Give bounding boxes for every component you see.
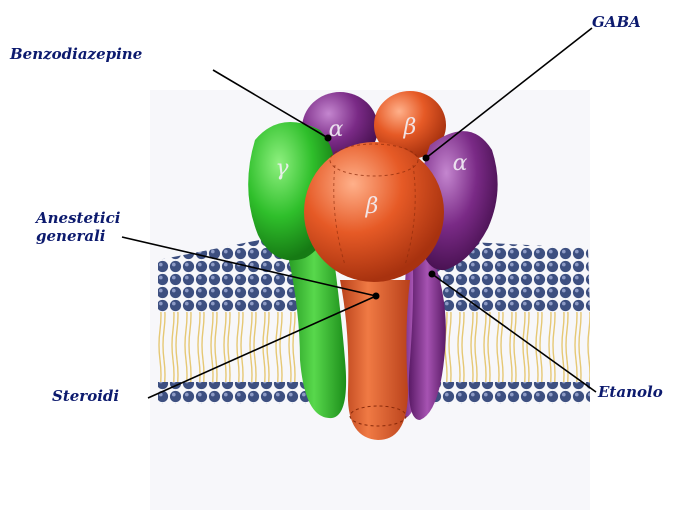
label-gaba: GABA — [592, 14, 641, 31]
label-anestetici-line1: Anestetici — [36, 210, 120, 227]
subunit-alpha-right-label: α — [453, 151, 468, 176]
subunit-beta-front-label: β — [365, 194, 379, 219]
label-anestetici-line2: generali — [36, 228, 106, 245]
subunit-beta-back-label: β — [403, 115, 417, 140]
label-benzodiazepine: Benzodiazepine — [10, 46, 142, 63]
subunit-gamma-label: γ — [275, 156, 289, 181]
label-steroidi: Steroidi — [52, 388, 119, 405]
label-etanolo: Etanolo — [598, 384, 663, 401]
